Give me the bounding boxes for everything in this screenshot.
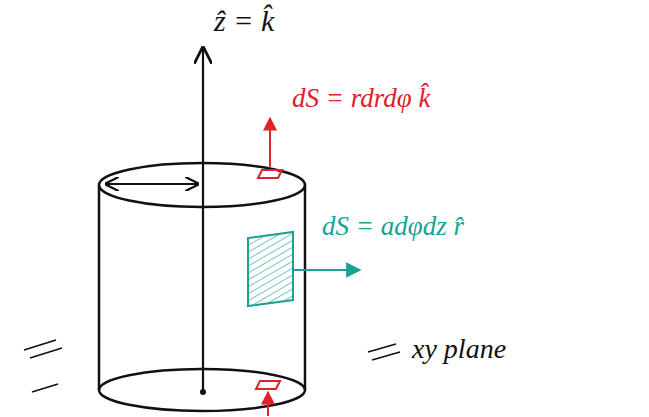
plane-hatch bbox=[368, 344, 400, 360]
top-ellipse bbox=[99, 163, 305, 207]
surface-element bbox=[256, 381, 280, 389]
plane-hatch bbox=[32, 384, 58, 392]
radius-arrow bbox=[106, 183, 198, 185]
normal-arrow bbox=[267, 392, 269, 416]
cylinder-side bbox=[98, 185, 101, 390]
bottom-ellipse bbox=[99, 369, 305, 411]
cylinder-side bbox=[304, 185, 307, 390]
area-element-label: dS = adφdz r̂ bbox=[322, 212, 464, 242]
plane-hatch bbox=[24, 340, 62, 358]
area-element-label: dS = rdrdφ k̂ bbox=[292, 84, 430, 114]
normal-arrow bbox=[293, 269, 360, 271]
z-axis bbox=[202, 48, 204, 392]
plane-label: xy plane bbox=[412, 334, 506, 365]
origin-dot bbox=[200, 389, 206, 395]
surface-element bbox=[258, 170, 282, 178]
surface-element bbox=[248, 232, 293, 306]
normal-arrow bbox=[269, 118, 271, 168]
axis-label: ẑ = k̂ bbox=[214, 4, 274, 37]
